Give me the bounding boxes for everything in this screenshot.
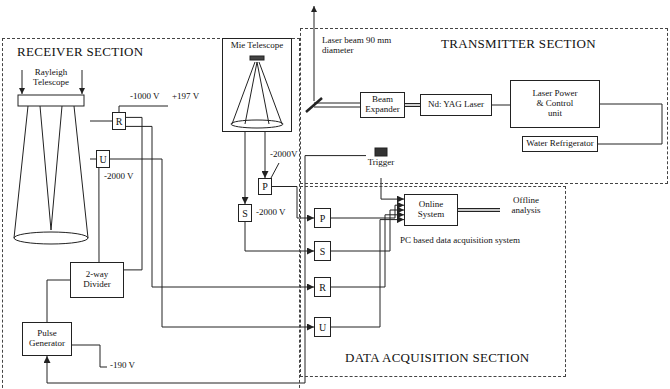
double-line-core [405,104,420,106]
section-region: RECEIVER SECTION Rayleigh TelescopeR U Mie … [2,38,300,389]
node-text: Trigger [366,158,396,168]
node-text: Laser Power & Control unit [530,89,580,119]
node-text: P [317,213,328,224]
node-text: R [317,282,328,293]
process-box: Water Refrigerator [522,136,598,152]
node-text: Offline analysis [501,196,551,216]
double-connector [405,103,420,107]
channel-box: S [314,241,331,261]
telescope-box: Mie Telescope [222,38,292,132]
node-text: Beam Expander [363,95,402,115]
node-text: Online System [407,200,455,220]
channel-box: U [96,150,110,168]
connector [331,210,404,251]
generator-box: Pulse Generator [22,322,72,356]
process-box: Beam Expander [360,92,405,118]
telescope-head [18,95,84,106]
node-text: Water Refrigerator [525,139,595,149]
process-box: Laser Power & Control unit [510,80,600,128]
connector [47,156,366,383]
node-text: Pulse Generator [25,329,69,349]
double-connector [458,208,500,212]
channel-box: S [238,204,252,222]
telescope-node: Rayleigh Telescope [12,68,90,250]
connector [381,178,404,199]
double-line-core [458,209,500,211]
channel-box: P [258,178,272,195]
voltage-label: -1000 V [130,92,160,102]
node-text: R [115,116,123,127]
laser-beam [314,103,360,107]
caption-label: PC based data acquisition system [400,236,520,246]
voltage-label: -2000 V [104,172,134,182]
section-region: TRANSMITTER SECTION Beam Expander Nd: YAG … [300,28,668,184]
laser-beam [314,6,315,101]
divider-box: 2-way Divider [70,262,124,298]
channel-box: R [112,112,126,130]
light-arrow [82,70,83,94]
process-box: Nd: YAG Laser [420,94,492,116]
connector [98,168,99,262]
section-region: DATA ACQUISITION SECTION P S R U Online Syste… [300,186,566,377]
telescope-mirror [14,232,88,244]
node-text: S [241,208,249,219]
section-title: DATA ACQUISITION SECTION [345,351,530,365]
voltage-label: +197 V [172,92,199,102]
connector [331,220,404,327]
section-title: RECEIVER SECTION [17,45,144,59]
telescope-body [14,106,88,238]
beam-label: Laser beam 90 mm diameter [322,36,394,56]
leader-line [119,106,168,112]
node-text: Mie Telescope [225,41,289,51]
connector [598,104,662,144]
trigger-node: Trigger [366,146,396,178]
node-text: 2-way Divider [73,270,121,290]
voltage-label: -2000V [270,150,298,160]
channel-box: P [314,208,331,228]
node-text: P [261,181,269,192]
node-text: U [99,154,107,165]
voltage-label: -2000 V [256,208,286,218]
telescope-mirror [231,120,283,128]
node-text: Nd: YAG Laser [423,100,489,110]
channel-box: R [314,277,331,297]
node-text: Rayleigh Telescope [28,68,74,88]
leader-line [72,345,107,367]
connector [331,215,404,287]
connector [265,132,266,178]
connector [245,132,246,204]
connector [492,105,510,106]
process-box: Online System [404,194,458,226]
connector [110,159,314,327]
leader-line [271,163,279,178]
node-text: S [317,246,328,257]
section-title: TRANSMITTER SECTION [441,37,596,51]
connector [47,280,70,322]
trigger-block [375,148,387,156]
connector [124,117,142,270]
connector [90,121,112,122]
text-node: Offline analysis [500,196,552,224]
telescope-body [232,62,282,124]
connector [245,222,314,251]
connector [126,126,314,287]
connector [331,205,404,218]
light-arrow [22,70,23,94]
channel-box: U [314,317,331,337]
voltage-label: -190 V [110,361,135,371]
secondary-mirror [250,56,264,60]
node-text: U [317,322,328,333]
